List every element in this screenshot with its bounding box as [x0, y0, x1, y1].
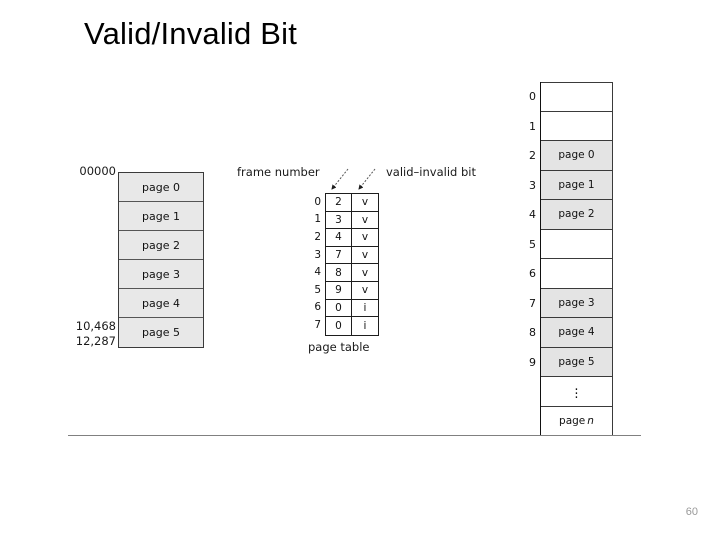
logical-page-label: page 5 — [142, 326, 180, 339]
page-table-index: 4 — [314, 266, 321, 279]
logical-address-bottom: 12,287 — [75, 334, 116, 348]
page-table-frame-cell: 8 — [326, 264, 352, 281]
page-table-frame-cell: 3 — [326, 211, 352, 229]
logical-page-row: page 1 — [119, 202, 203, 231]
page-table-index: 0 — [314, 195, 321, 208]
physical-frame-index: 8 — [529, 326, 536, 340]
logical-page-label: page 4 — [142, 296, 180, 310]
physical-frame-label: page 2 — [558, 208, 595, 221]
physical-frame-label: page — [559, 414, 586, 427]
page-table-frame-cell: 0 — [326, 317, 352, 335]
physical-frame-label-variable: n — [587, 414, 594, 427]
footer-divider — [68, 435, 641, 436]
page-table-frame-cell: 9 — [326, 281, 352, 299]
logical-page-row: page 2 — [119, 231, 203, 260]
physical-frame-row: page 4 — [541, 318, 612, 348]
page-table-index: 2 — [314, 230, 321, 243]
physical-frame-label: page 5 — [558, 355, 595, 368]
physical-frame-row — [541, 259, 612, 289]
page-table-index: 5 — [314, 283, 321, 296]
page-table-valid-cell: v — [352, 281, 378, 299]
page-table-index: 7 — [314, 318, 321, 331]
physical-frame-row: page n — [541, 406, 612, 436]
physical-frame-row: page 1 — [541, 170, 612, 200]
page-table-caption: page table — [308, 340, 370, 354]
physical-memory-index-column: 0 1 2 3 4 5 6 7 8 9 — [520, 82, 536, 436]
physical-frame-index — [520, 407, 536, 437]
physical-frame-label: page 0 — [558, 149, 595, 162]
logical-address-top: 00000 — [79, 164, 116, 178]
page-table-frame-cell: 2 — [326, 194, 352, 211]
page-table-frame-cell: 7 — [326, 246, 352, 264]
page-table-frame-cell: 4 — [326, 229, 352, 246]
logical-page-row: page 3 — [119, 260, 203, 289]
physical-frame-index: 6 — [529, 267, 536, 281]
logical-page-label: page 3 — [142, 267, 180, 281]
physical-frame-row: page 5 — [541, 347, 612, 377]
page-table-valid-cell: v — [352, 264, 378, 281]
page-table-valid-cell: v — [352, 194, 378, 211]
valid-invalid-bit-label: valid–invalid bit — [386, 165, 476, 179]
physical-frame-index — [520, 377, 536, 407]
logical-page-label: page 1 — [142, 209, 180, 223]
page-table-index: 3 — [314, 248, 321, 261]
physical-frame-index: 4 — [529, 208, 536, 222]
physical-frame-index: 1 — [529, 119, 536, 133]
physical-frame-row — [541, 229, 612, 259]
page-table-valid-cell: v — [352, 246, 378, 264]
physical-frame-label: page 1 — [558, 178, 595, 191]
logical-page-row: page 4 — [119, 289, 203, 318]
physical-frame-row — [541, 111, 612, 141]
logical-page-row: page 0 — [119, 173, 203, 202]
physical-memory-diagram: page 0 page 1 page 2 page 3 page 4 page 5... p… — [540, 82, 613, 436]
logical-page-row: page 5 — [119, 318, 203, 347]
page-table-valid-cell: v — [352, 229, 378, 246]
physical-frame-ellipsis: ... — [541, 377, 612, 407]
physical-frame-row: page 3 — [541, 288, 612, 318]
physical-frame-label: page 4 — [558, 326, 595, 339]
physical-frame-index: 9 — [529, 355, 536, 369]
frame-number-label: frame number — [237, 165, 320, 179]
slide-page-number: 60 — [685, 506, 698, 518]
page-table-valid-cell: i — [352, 299, 378, 317]
logical-memory-diagram: page 0 page 1 page 2 page 3 page 4 page 5 — [118, 172, 204, 348]
vertical-ellipsis-icon: ... — [574, 379, 579, 403]
physical-frame-index: 0 — [529, 90, 536, 104]
physical-frame-row: page 2 — [541, 200, 612, 230]
physical-frame-index: 5 — [529, 237, 536, 251]
logical-page-label: page 2 — [142, 238, 180, 252]
page-table-frame-cell: 0 — [326, 299, 352, 317]
logical-page-label: page 0 — [142, 180, 180, 194]
physical-frame-index: 2 — [529, 149, 536, 163]
page-table-index-column: 0 1 2 3 4 5 6 7 — [305, 193, 321, 334]
page-table-valid-cell: i — [352, 317, 378, 335]
physical-frame-row: page 0 — [541, 141, 612, 171]
physical-frame-index: 3 — [529, 178, 536, 192]
physical-frame-index: 7 — [529, 296, 536, 310]
page-title: Valid/Invalid Bit — [84, 16, 298, 51]
page-table-index: 1 — [314, 213, 321, 226]
page-table-valid-cell: v — [352, 211, 378, 229]
page-table-index: 6 — [314, 301, 321, 314]
physical-frame-label: page 3 — [558, 296, 595, 309]
physical-frame-row — [541, 82, 612, 112]
logical-address-mid: 10,468 — [75, 319, 116, 333]
